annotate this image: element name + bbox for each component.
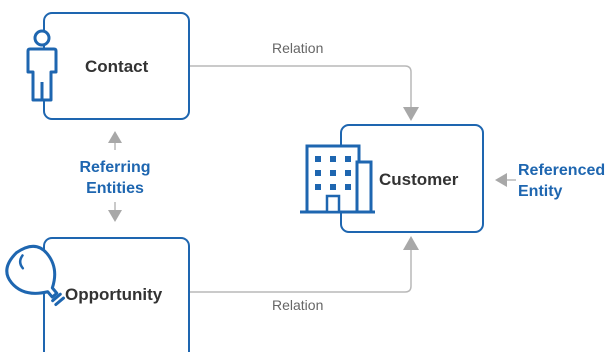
lightbulb-icon (5, 244, 66, 307)
contact-entity-box[interactable]: Contact (43, 12, 190, 120)
referring-label-line1: Referring (79, 159, 151, 176)
building-icon (300, 144, 375, 214)
relation-arrowhead-bottom (403, 236, 419, 250)
referenced-label-line2: Entity (518, 183, 563, 200)
relation-label-bottom: Relation (272, 297, 324, 313)
referenced-entity-annotation: Referenced Entity (518, 160, 605, 202)
referring-entities-annotation: Referring Entities (62, 157, 168, 199)
relation-arrowhead-top (403, 107, 419, 121)
contact-entity-label: Contact (85, 57, 149, 76)
referring-arrow-down (108, 210, 122, 222)
relation-label-top: Relation (272, 40, 324, 56)
customer-entity-label: Customer (379, 170, 459, 189)
referring-arrow-up (108, 131, 122, 143)
relation-connector-bottom (190, 250, 412, 293)
referenced-arrow (495, 173, 507, 187)
referenced-label-line1: Referenced (518, 162, 606, 179)
referring-label-line2: Entities (86, 180, 144, 197)
relation-connector-top (190, 65, 412, 107)
connectors-layer (108, 65, 516, 293)
opportunity-entity-box[interactable]: Opportunity (43, 237, 190, 352)
opportunity-entity-label: Opportunity (65, 285, 163, 304)
person-icon (26, 29, 58, 102)
